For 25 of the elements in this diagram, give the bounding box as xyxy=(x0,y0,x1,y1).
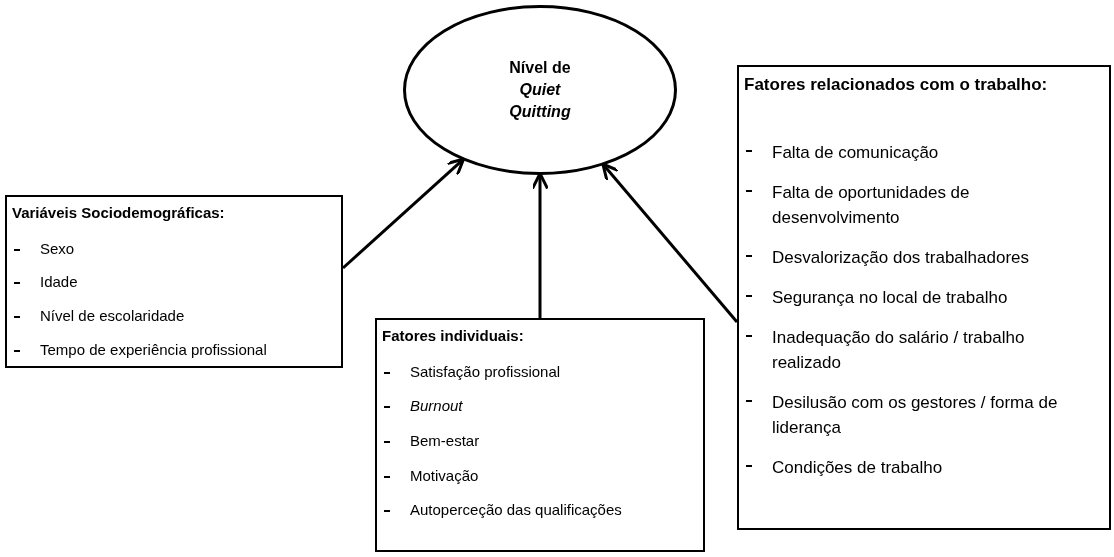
list-item: Inadequação do salário / trabalho realizado xyxy=(772,327,1026,375)
factor-box xyxy=(375,318,705,552)
list-item: Desilusão com os gestores / forma de liderança xyxy=(772,392,1059,440)
list-item: Falta de oportunidades de desenvolvimento xyxy=(772,182,971,230)
list-item: Satisfação profissional xyxy=(410,361,562,382)
list-item: Tempo de experiência profissional xyxy=(40,339,268,360)
list-item: Idade xyxy=(40,272,79,293)
factor-box xyxy=(737,65,1111,530)
factor-box xyxy=(5,195,343,368)
list-item: Sexo xyxy=(40,238,76,259)
list-item: Segurança no local de trabalho xyxy=(772,287,1009,310)
list-item: Condições de trabalho xyxy=(772,457,944,480)
box-heading: Variáveis Sociodemográficas: xyxy=(12,203,225,223)
list-item: Bem-estar xyxy=(410,430,481,451)
list-item: Nível de escolaridade xyxy=(40,305,186,326)
box-heading: Fatores individuais: xyxy=(382,326,524,346)
list-item: Motivação xyxy=(410,465,480,486)
box-heading: Fatores relacionados com o trabalho: xyxy=(744,74,1048,96)
arrow xyxy=(342,157,466,270)
list-item: Desvalorização dos trabalhadores xyxy=(772,247,1031,270)
node-title: Nível de Quiet Quitting xyxy=(508,58,572,122)
list-item: Falta de comunicação xyxy=(772,142,940,165)
arrow xyxy=(601,162,739,323)
list-item: Autoperceção das qualificações xyxy=(410,500,623,521)
list-item: Burnout xyxy=(410,396,464,417)
